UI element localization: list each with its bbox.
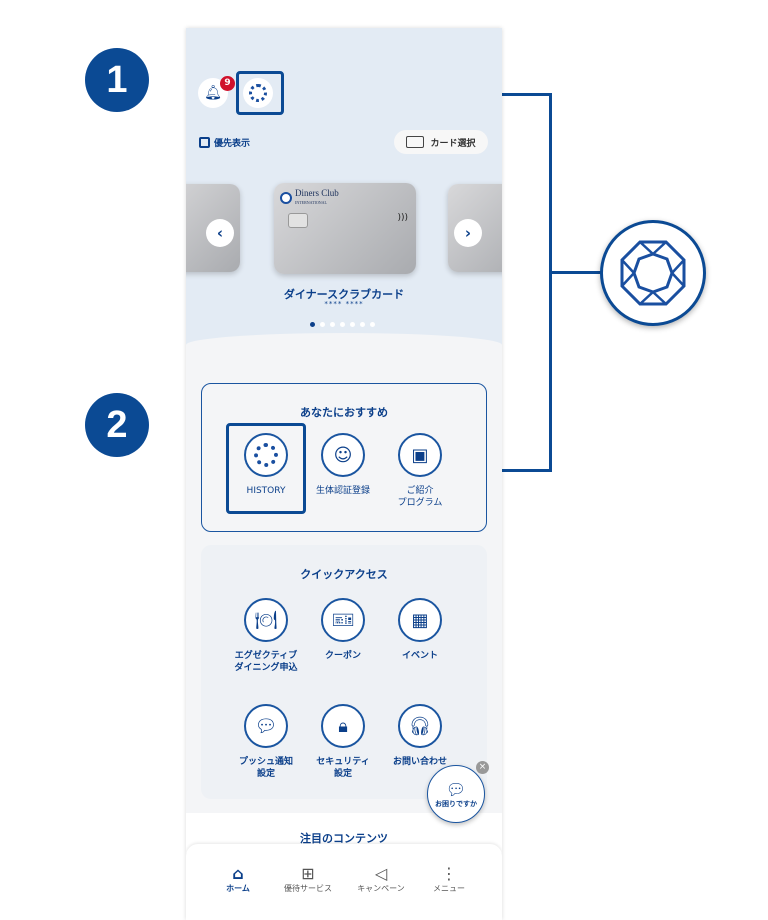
nav-home[interactable]: ⌂ホーム	[203, 864, 273, 894]
dot[interactable]	[370, 322, 375, 327]
calendar-icon: ▦	[398, 598, 442, 642]
next-card-button[interactable]: ›	[454, 219, 482, 247]
recommend-item-referral[interactable]: ▣ ご紹介 プログラム	[380, 433, 460, 509]
quick-item-dining[interactable]: 🍽︎ エグゼクティブ ダイニング申込	[226, 598, 306, 674]
item-label: クーポン	[324, 651, 361, 661]
nav-benefits[interactable]: ⊞優待サービス	[273, 864, 343, 894]
checkbox-icon	[199, 137, 210, 148]
dot[interactable]	[350, 322, 355, 327]
lock-icon: 🔒︎	[321, 704, 365, 748]
dot-active[interactable]	[310, 322, 315, 327]
wave-divider	[186, 333, 502, 373]
help-label: お困りですか	[435, 799, 477, 808]
headset-icon: 🎧︎	[398, 704, 442, 748]
nav-campaign[interactable]: ◁キャンペーン	[346, 864, 416, 894]
chevron-right-icon: ›	[464, 224, 472, 242]
chevron-left-icon: ‹	[216, 224, 224, 242]
card-name: ダイナースクラブカード	[283, 288, 405, 301]
item-label: セキュリティ 設定	[316, 757, 370, 779]
quick-item-event[interactable]: ▦ イベント	[380, 598, 460, 662]
item-label: エグゼクティブ ダイニング申込	[234, 651, 298, 673]
dot[interactable]	[360, 322, 365, 327]
item-label: ご紹介 プログラム	[397, 486, 443, 508]
priority-label: 優先表示	[214, 139, 251, 149]
callout-1: 1	[85, 48, 149, 112]
connector-line	[549, 271, 601, 274]
more-vertical-icon: ⋮	[441, 864, 457, 883]
quick-item-push[interactable]: 💬︎ プッシュ通知 設定	[226, 704, 306, 780]
quick-item-security[interactable]: 🔒︎ セキュリティ 設定	[303, 704, 383, 780]
referral-icon: ▣	[398, 433, 442, 477]
close-help-button[interactable]: ×	[476, 761, 489, 774]
item-label: イベント	[401, 651, 438, 661]
item-label: 生体認証登録	[315, 486, 370, 496]
chat-icon: 💬︎	[445, 779, 467, 799]
card-select-label: カード選択	[430, 138, 476, 149]
nav-menu[interactable]: ⋮メニュー	[414, 864, 484, 894]
octagon-logo-icon	[249, 84, 267, 102]
card-brand: Diners Club	[295, 188, 339, 198]
recommend-title: あなたにおすすめ	[300, 406, 388, 419]
callout-2: 2	[85, 393, 149, 457]
recommend-item-history[interactable]: HISTORY	[226, 433, 306, 497]
nav-label: メニュー	[433, 884, 465, 893]
card-number-masked: **** ****	[324, 300, 364, 308]
quick-access-panel	[201, 545, 487, 799]
dot[interactable]	[320, 322, 325, 327]
diners-logo-icon	[280, 192, 292, 204]
card-icon	[406, 136, 425, 148]
prev-card-button[interactable]: ‹	[206, 219, 234, 247]
home-icon: ⌂	[232, 864, 244, 883]
gift-box-icon: ⊞	[301, 864, 315, 883]
card-brand-sub: INTERNATIONAL	[295, 200, 327, 205]
dot[interactable]	[330, 322, 335, 327]
bottom-nav: ⌂ホーム ⊞優待サービス ◁キャンペーン ⋮メニュー	[186, 844, 502, 920]
dining-icon: 🍽︎	[244, 598, 288, 642]
highlight-box	[226, 423, 306, 514]
close-icon: ×	[478, 762, 487, 772]
featured-title: 注目のコンテンツ	[300, 832, 388, 845]
carousel-dots	[310, 322, 375, 327]
bell-icon: 🔔︎	[204, 85, 222, 101]
item-label: お問い合わせ	[392, 757, 447, 767]
chip-icon	[288, 213, 308, 228]
nav-label: 優待サービス	[284, 884, 332, 893]
item-label: HISTORY	[246, 486, 286, 496]
notification-badge: 9	[220, 76, 235, 91]
history-button[interactable]	[243, 78, 273, 108]
octagon-logo-icon	[244, 433, 288, 477]
coupon-icon: 🎫︎	[321, 598, 365, 642]
contactless-icon: )))	[397, 213, 408, 223]
card-select-button[interactable]: カード選択	[394, 130, 488, 154]
quick-item-contact[interactable]: 🎧︎ お問い合わせ	[380, 704, 460, 768]
quick-item-coupon[interactable]: 🎫︎ クーポン	[303, 598, 383, 662]
item-label: プッシュ通知 設定	[238, 757, 293, 779]
history-logo-enlarged-icon	[600, 220, 706, 326]
help-chat-button[interactable]: 💬︎お困りですか	[427, 765, 485, 823]
highlight-box	[236, 71, 284, 115]
face-scan-icon: ☺	[321, 433, 365, 477]
priority-checkbox[interactable]: 優先表示	[199, 136, 250, 149]
recommend-item-biometric[interactable]: ☺ 生体認証登録	[303, 433, 383, 497]
megaphone-icon: ◁	[374, 864, 388, 883]
nav-label: ホーム	[226, 884, 250, 893]
dot[interactable]	[340, 322, 345, 327]
nav-label: キャンペーン	[357, 884, 405, 893]
chat-bubble-icon: 💬︎	[244, 704, 288, 748]
quick-access-title: クイックアクセス	[300, 568, 388, 581]
connector-line	[549, 93, 552, 472]
